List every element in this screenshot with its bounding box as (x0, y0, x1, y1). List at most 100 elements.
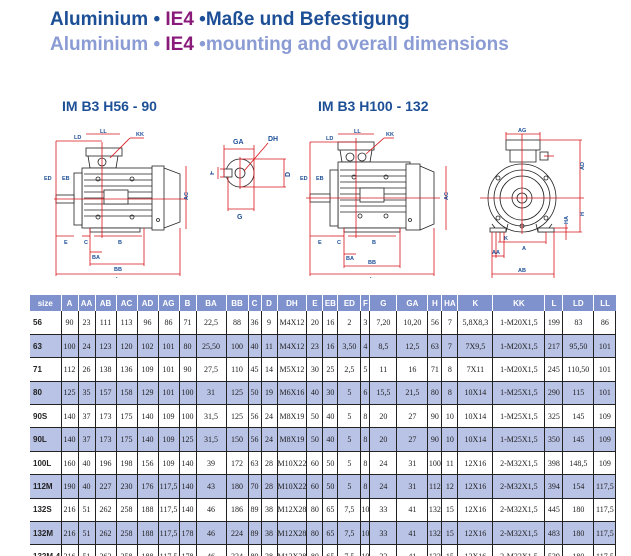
table-cell: 19 (260, 381, 277, 406)
table-cell: 180 (562, 521, 594, 546)
table-cell: 101 (157, 381, 179, 406)
label-C: C (84, 240, 88, 246)
table-cell: 38 (260, 521, 277, 546)
label-A: A (522, 246, 526, 252)
table-cell: 5,8X8,3 (457, 311, 493, 335)
table-cell: 65 (322, 521, 338, 546)
table-cell: 20 (369, 404, 397, 429)
table-cell: 117,5 (593, 544, 617, 556)
table-cell: 145 (562, 404, 594, 429)
table-cell: M12X28 (276, 498, 307, 523)
table-cell: 117,5 (157, 544, 179, 556)
table-cell: 33 (369, 521, 397, 546)
table-cell: 16 (396, 357, 428, 382)
label-HA: HA (564, 216, 570, 224)
table-cell: 15 (441, 544, 458, 556)
table-cell: 90 (178, 357, 196, 382)
table-cell: 129 (136, 381, 158, 406)
table-cell: 11 (369, 357, 397, 382)
table-cell: 4 (360, 334, 370, 359)
table-cell: 109 (136, 357, 158, 382)
table-cell: 110,50 (562, 357, 594, 382)
table-cell: 25 (322, 357, 338, 382)
table-cell: 172 (225, 451, 248, 476)
table-cell: 109 (157, 404, 179, 429)
table-cell: 30 (306, 357, 323, 382)
table-cell: 173 (94, 427, 116, 452)
label-L: L (370, 277, 374, 278)
table-cell: 40 (77, 474, 95, 499)
table-cell: 148,5 (562, 451, 594, 476)
table-cell: 24 (369, 451, 397, 476)
drawing-title-large-frame: IM B3 H100 - 132 (318, 98, 429, 114)
table-cell: 198 (115, 451, 137, 476)
table-cell: 158 (115, 381, 137, 406)
side-view-drawing-large: LD LL KK ED EB AC E C B BA BB L (300, 128, 450, 278)
label-K: K (504, 236, 508, 242)
table-cell: 20 (306, 311, 323, 335)
table-cell: M8X19 (276, 427, 307, 452)
table-cell: 117,5 (157, 474, 179, 499)
size-cell: 112M (30, 474, 61, 499)
label-AA: AA (492, 250, 500, 256)
table-cell: 109 (157, 427, 179, 452)
col-header: EB (322, 295, 338, 311)
table-cell: 37 (77, 404, 95, 429)
size-cell: 100L (30, 451, 61, 476)
table-cell: 100 (225, 334, 248, 359)
table-cell: 22,5 (195, 311, 226, 335)
table-cell: M10X22 (276, 474, 307, 499)
table-cell: 176 (136, 474, 158, 499)
table-cell: 40 (77, 451, 95, 476)
table-cell: 24 (369, 474, 397, 499)
col-header: G (369, 295, 397, 311)
col-header: GA (396, 295, 428, 311)
ie4-label: IE4 (165, 34, 194, 55)
col-header: ED (337, 295, 361, 311)
col-header: D (260, 295, 277, 311)
table-cell: 71 (178, 311, 196, 335)
table-cell: 117,5 (593, 521, 617, 546)
label-E: E (318, 240, 322, 246)
table-cell: 10 (360, 521, 370, 546)
col-header: AB (94, 295, 116, 311)
col-header: KK (492, 295, 545, 311)
table-cell: 2-M32X1,5 (492, 474, 545, 499)
label-BA: BA (346, 256, 354, 262)
table-cell: 6 (360, 381, 370, 406)
table-cell: 125 (225, 404, 248, 429)
drawing-title-small-frame: IM B3 H56 - 90 (62, 98, 157, 114)
table-cell: 8 (360, 474, 370, 499)
table-cell: 51 (77, 498, 95, 523)
table-cell: 7,5 (337, 521, 361, 546)
table-cell: 11 (441, 451, 458, 476)
table-cell: 5 (337, 451, 361, 476)
table-cell: 80 (306, 544, 323, 556)
table-cell: 10 (360, 544, 370, 556)
table-cell: 14 (260, 357, 277, 382)
table-cell: 113 (115, 311, 137, 335)
table-cell: 258 (115, 498, 137, 523)
side-view-drawing-small: LD LL KK ED EB AC E C B BA BB L (40, 128, 190, 278)
table-cell: 10X14 (457, 427, 493, 452)
table-cell: 90 (60, 311, 78, 335)
table-cell: 123 (94, 334, 116, 359)
table-cell: 125 (225, 381, 248, 406)
table-cell: 140 (136, 427, 158, 452)
col-header: B (178, 295, 196, 311)
table-cell: 7,5 (337, 498, 361, 523)
label-EB: EB (316, 176, 324, 182)
table-cell: 216 (60, 498, 78, 523)
table-cell: 5 (337, 381, 361, 406)
label-AG: AG (518, 128, 526, 134)
table-cell: 95,50 (562, 334, 594, 359)
table-cell: 199 (544, 311, 563, 335)
label-AC: AC (444, 192, 450, 200)
table-cell: 132 (427, 544, 442, 556)
table-cell: 2-M32X1,5 (492, 498, 545, 523)
